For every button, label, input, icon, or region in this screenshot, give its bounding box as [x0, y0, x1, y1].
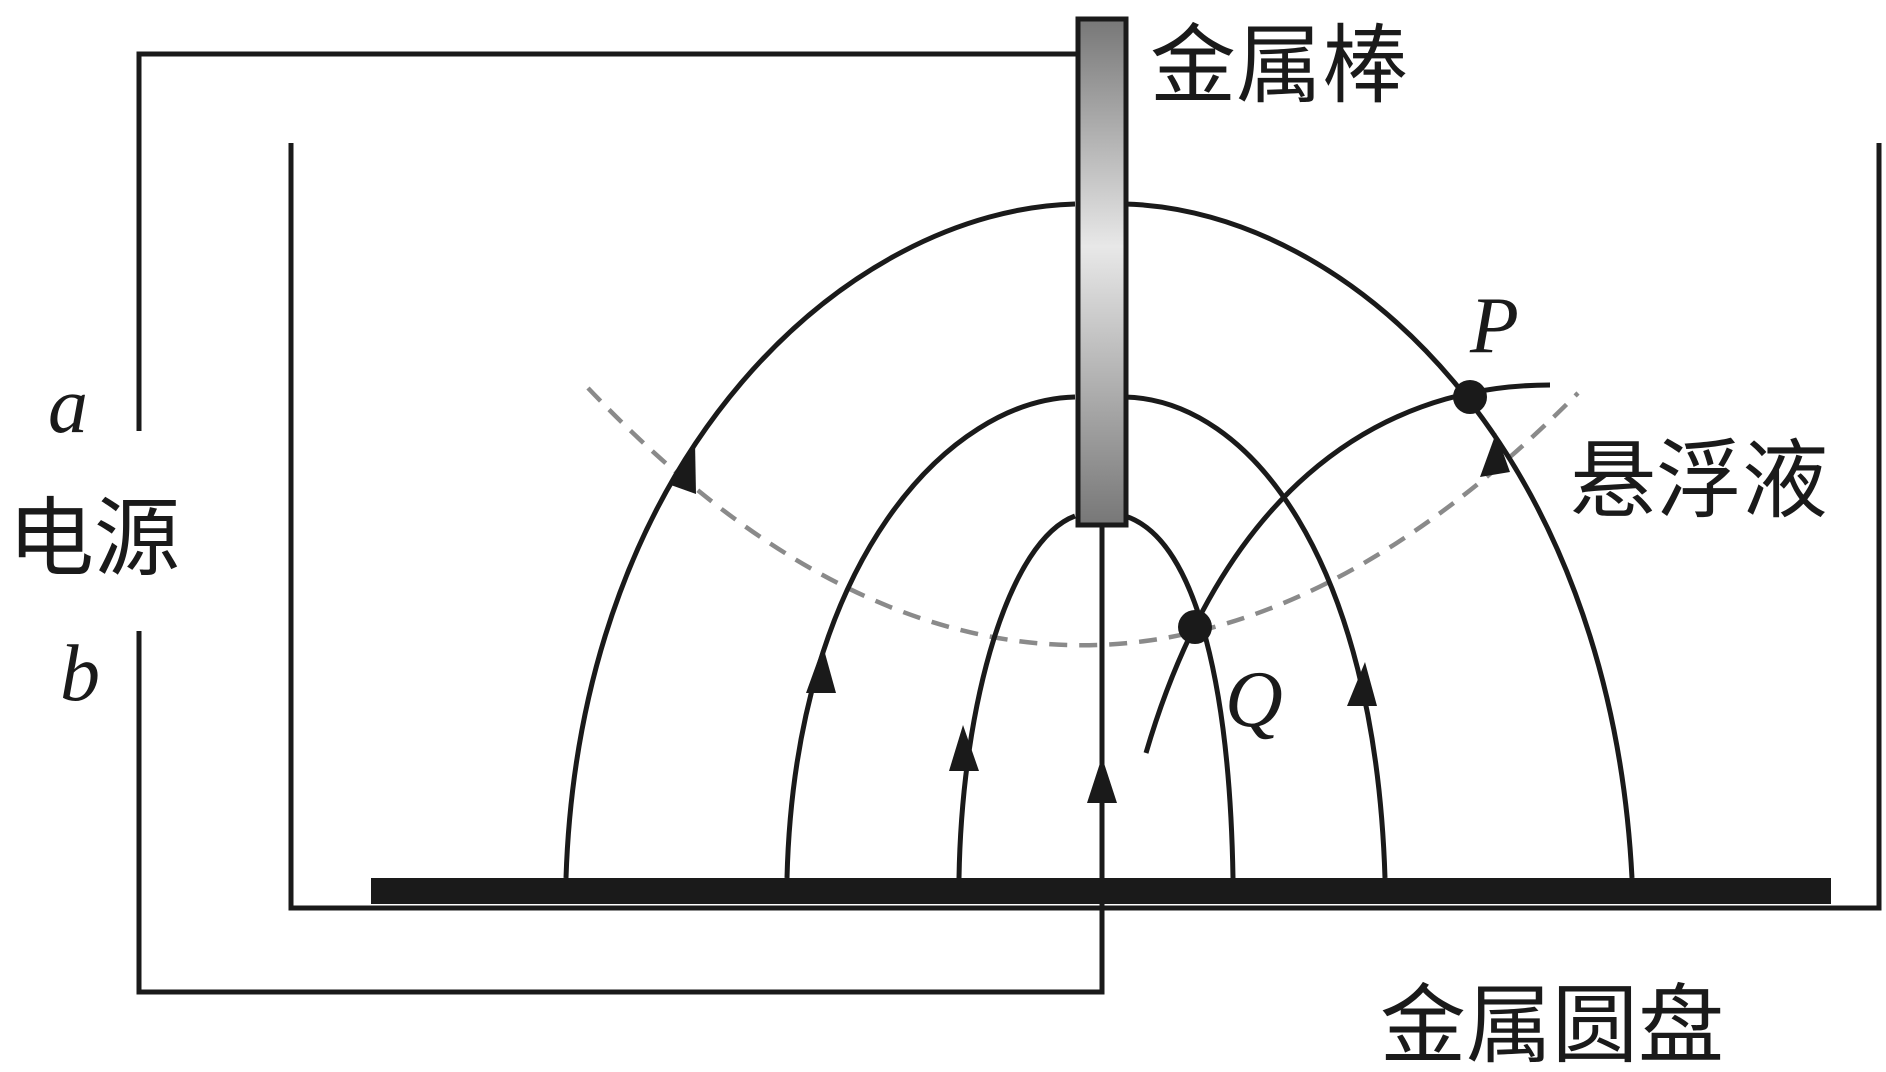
metal-disk	[371, 878, 1831, 904]
disk-label: 金属圆盘	[1380, 976, 1724, 1072]
field-arrow	[1087, 757, 1117, 803]
metal-rod	[1075, 16, 1129, 528]
terminal-b-label: b	[60, 630, 100, 718]
equipotential-line	[586, 386, 1580, 648]
circuit-wire-upper	[136, 51, 1081, 431]
field-line	[563, 201, 1076, 879]
field-arrow	[806, 646, 836, 693]
liquid-label: 悬浮液	[1570, 431, 1828, 531]
terminal-a-label: a	[48, 362, 88, 450]
field-line	[1124, 513, 1236, 879]
field-arrow	[1347, 662, 1377, 706]
circuit-wire-lower	[136, 631, 1105, 995]
point-q-dot	[1178, 610, 1212, 644]
point-p-dot	[1453, 380, 1487, 414]
field-line	[784, 394, 1076, 879]
field-arrow	[668, 442, 696, 494]
field-line	[956, 513, 1076, 879]
field-arrow	[1480, 433, 1510, 477]
field-line	[1124, 201, 1635, 879]
container-wall	[288, 143, 1882, 911]
field-line-through-q-p	[1143, 382, 1551, 754]
power-label: 电源	[8, 489, 180, 589]
field-arrow	[949, 725, 979, 771]
point-q-label: Q	[1225, 656, 1283, 744]
rod-label: 金属棒	[1150, 16, 1408, 116]
field-line	[1124, 394, 1388, 879]
point-p-label: P	[1469, 282, 1519, 370]
